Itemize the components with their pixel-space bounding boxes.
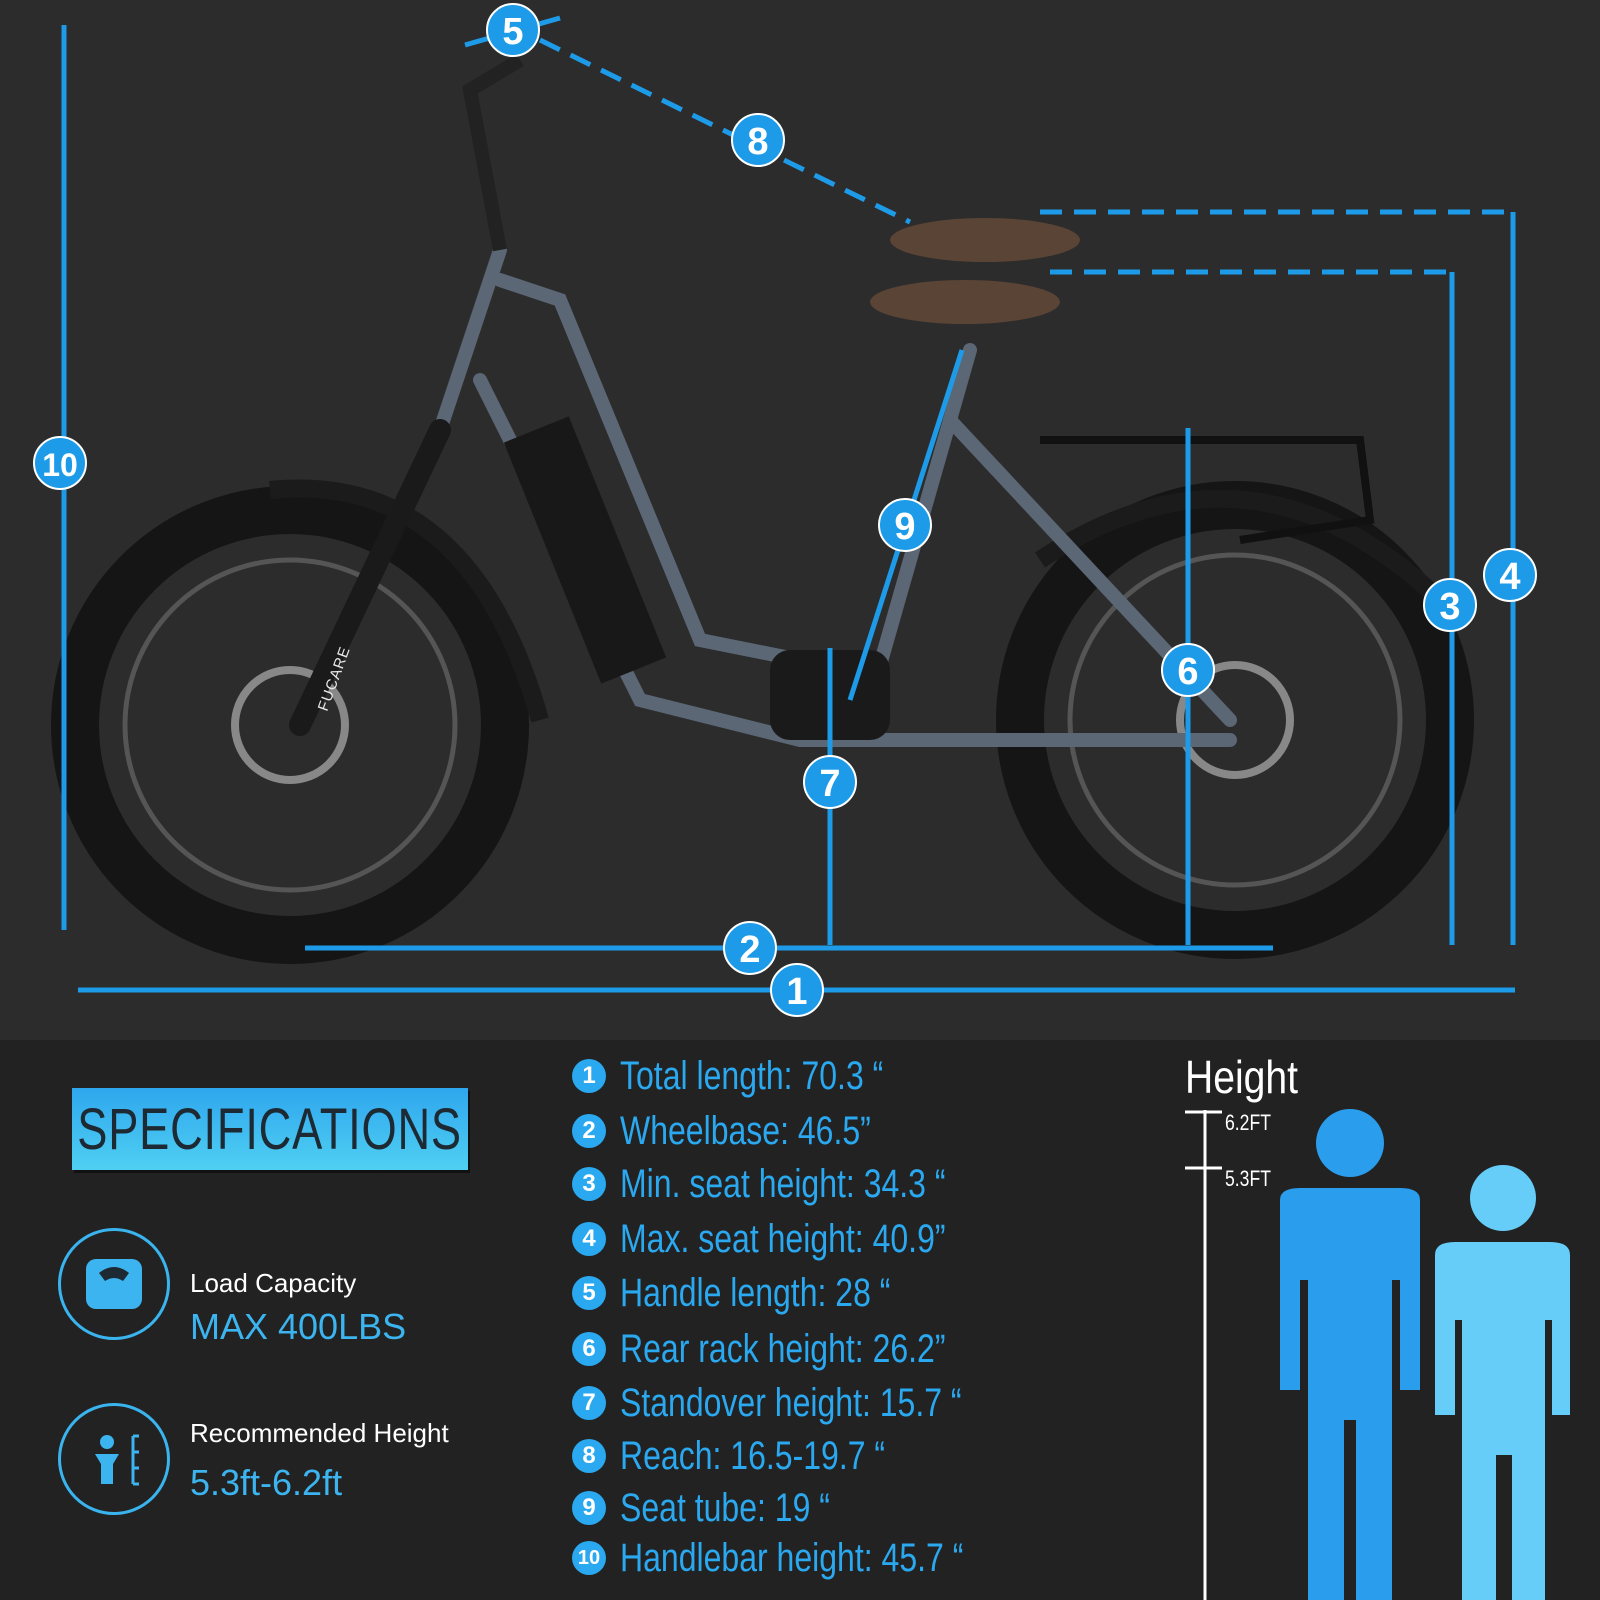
load-capacity-value: MAX 400LBS	[190, 1306, 407, 1347]
rear-fender	[1035, 489, 1447, 607]
saddle-max	[890, 218, 1080, 262]
front-tire	[51, 486, 529, 964]
tick-label-6-2ft: 6.2FT	[1225, 1110, 1271, 1135]
person-height-icon	[58, 1403, 170, 1515]
load-capacity-label: Load Capacity	[190, 1268, 357, 1298]
height-chart-title: Height	[1185, 1051, 1299, 1103]
head-tube	[433, 243, 507, 437]
svg-text:7: 7	[819, 763, 840, 805]
marker-7: 7	[803, 755, 857, 809]
specifications-title: SPECIFICATIONS	[72, 1088, 468, 1170]
marker-2: 2	[723, 921, 777, 975]
svg-text:3: 3	[1439, 586, 1460, 628]
dim-line-8	[538, 37, 912, 225]
svg-text:1: 1	[786, 971, 807, 1013]
marker-4: 4	[1483, 548, 1537, 602]
saddle-min	[870, 280, 1060, 324]
dimension-markers: 1 2 3 4 5 6 7 8 9 10	[33, 3, 1537, 1017]
marker-9: 9	[878, 498, 932, 552]
marker-10: 10	[33, 436, 87, 490]
front-fender	[269, 479, 549, 723]
svg-text:5: 5	[502, 11, 523, 53]
marker-1: 1	[770, 963, 824, 1017]
handlebar-stem	[462, 53, 524, 252]
tick-label-5-3ft: 5.3FT	[1225, 1166, 1271, 1191]
svg-text:4: 4	[1499, 556, 1520, 598]
svg-text:10: 10	[42, 447, 78, 483]
recommended-height-label: Recommended Height	[190, 1418, 449, 1448]
svg-text:9: 9	[894, 506, 915, 548]
bike-illustration: FUCARE	[51, 53, 1474, 964]
marker-6: 6	[1161, 643, 1215, 697]
rear-rim	[1067, 552, 1403, 888]
marker-8: 8	[731, 113, 785, 167]
front-disc	[231, 666, 349, 784]
down-tube	[493, 273, 807, 667]
battery	[503, 416, 667, 684]
recommended-height-value: 5.3ft-6.2ft	[190, 1462, 343, 1503]
rear-rack	[1040, 436, 1375, 544]
fork	[289, 419, 451, 736]
svg-text:6: 6	[1177, 651, 1198, 693]
front-rim	[122, 557, 458, 893]
marker-5: 5	[486, 3, 540, 57]
bike-dimension-diagram: FUCARE 1 2 3 4 5 6 7 8 9 10	[33, 3, 1537, 1017]
scale-icon	[58, 1228, 170, 1340]
svg-text:8: 8	[747, 121, 768, 163]
rear-disc	[1176, 661, 1294, 779]
svg-text:2: 2	[739, 929, 760, 971]
marker-3: 3	[1423, 578, 1477, 632]
